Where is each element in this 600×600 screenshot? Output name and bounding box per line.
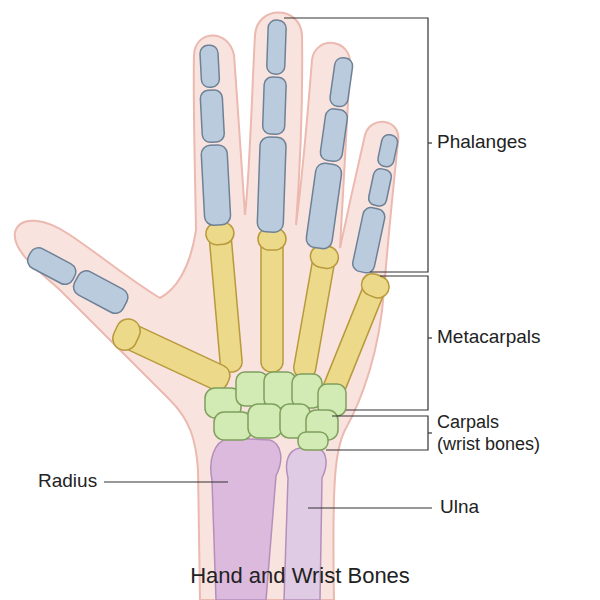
part-label: Ulna	[440, 496, 479, 519]
bracket-lines	[104, 18, 432, 508]
part-label: Metacarpals	[437, 326, 541, 349]
carpal-bones	[205, 372, 346, 450]
part-label: Carpals (wrist bones)	[437, 412, 543, 455]
phalanx-bones	[24, 20, 402, 317]
part-label: Radius	[38, 470, 97, 493]
hand-outline	[15, 13, 399, 600]
part-label: Phalanges	[437, 131, 527, 154]
diagram-caption: Hand and Wrist Bones	[0, 563, 600, 589]
